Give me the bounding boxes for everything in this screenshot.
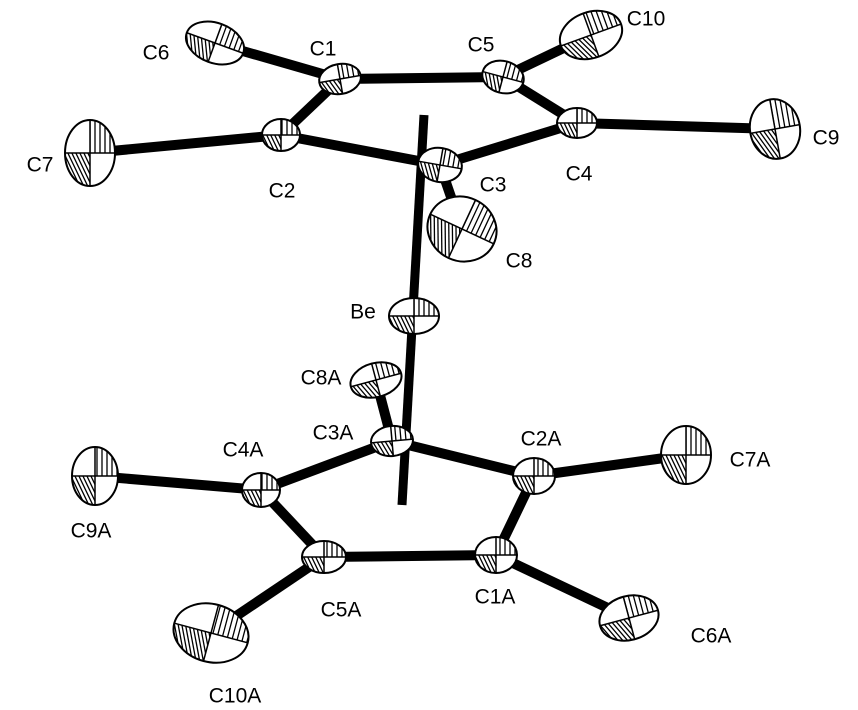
atom-label-c3: C3 xyxy=(480,174,507,197)
atom-label-c10: C10 xyxy=(627,8,666,31)
atom-label-c8: C8 xyxy=(506,250,533,273)
atom-c1 xyxy=(318,60,362,98)
atom-label-c7: C7 xyxy=(27,154,54,177)
atom-label-c2a: C2A xyxy=(521,428,562,451)
atom-label-c6a: C6A xyxy=(691,625,732,648)
atom-c7 xyxy=(64,119,116,187)
atom-c4 xyxy=(556,107,598,139)
bond-c3-c4 xyxy=(438,118,579,170)
atom-label-c4: C4 xyxy=(566,163,593,186)
atom-c2 xyxy=(261,118,301,152)
bond-c1-c5 xyxy=(339,72,504,84)
atom-label-c7a: C7A xyxy=(730,449,771,472)
atom-label-c9a: C9A xyxy=(71,520,112,543)
bond-c3a-c4a xyxy=(259,436,394,495)
atom-c5 xyxy=(478,59,528,95)
bond-c4a-c9a xyxy=(94,471,262,495)
bond-c2a-c3a xyxy=(390,436,536,481)
bond-c4-c9 xyxy=(576,118,776,134)
atom-label-c3a: C3A xyxy=(313,422,354,445)
atom-c7a xyxy=(660,425,712,485)
atom-c6a xyxy=(598,588,660,648)
bond-c1a-c5a xyxy=(323,550,497,562)
atom-c5a xyxy=(301,540,347,574)
atom-label-c5a: C5A xyxy=(321,599,362,622)
atom-label-c5: C5 xyxy=(468,34,495,57)
atom-label-be: Be xyxy=(350,301,376,324)
atom-c8 xyxy=(416,195,508,263)
atom-c1a xyxy=(474,536,518,574)
atom-c4a xyxy=(241,472,281,508)
atom-c3 xyxy=(415,146,465,184)
atom-label-c4a: C4A xyxy=(223,439,264,462)
atom-label-c1a: C1A xyxy=(475,586,516,609)
atoms xyxy=(64,2,802,664)
bonds xyxy=(89,30,776,638)
atom-be xyxy=(388,297,440,335)
atom-c6 xyxy=(179,20,251,66)
atom-label-c10a: C10A xyxy=(209,685,262,708)
atom-c9a xyxy=(71,446,119,506)
atom-c3a xyxy=(370,424,414,458)
atom-label-c6: C6 xyxy=(143,42,170,65)
atom-c9 xyxy=(748,95,802,163)
atom-label-c1: C1 xyxy=(310,38,337,61)
bond-c2-c7 xyxy=(89,130,282,158)
atom-label-c9: C9 xyxy=(813,127,840,150)
atom-label-c8a: C8A xyxy=(301,367,342,390)
atom-label-c2: C2 xyxy=(269,180,296,203)
bond-c2-c3 xyxy=(280,130,441,170)
